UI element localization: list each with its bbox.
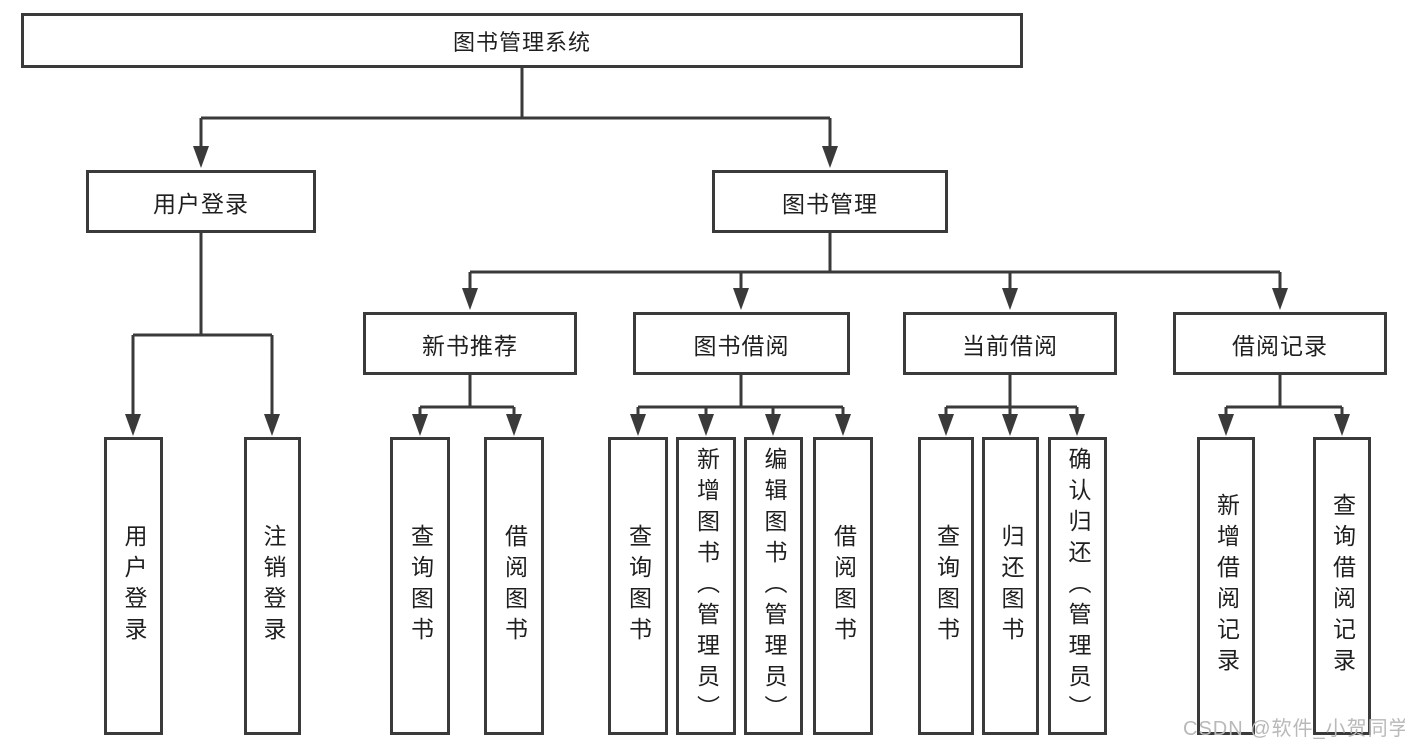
leaf-confirm-return-admin: 确认归还（管理员） — [1048, 437, 1107, 735]
arrowhead-icon — [1334, 414, 1350, 436]
leaf-query-books-2-label: 查询图书 — [625, 524, 652, 648]
node-root: 图书管理系统 — [21, 13, 1023, 68]
node-user-login-label: 用户登录 — [153, 190, 249, 217]
arrowhead-icon — [193, 146, 209, 168]
leaf-borrow-books-2-label: 借阅图书 — [830, 524, 857, 648]
node-book-management: 图书管理 — [712, 170, 948, 233]
arrowhead-icon — [835, 414, 851, 436]
node-new-book-recommend-label: 新书推荐 — [422, 332, 518, 359]
leaf-borrow-books-2: 借阅图书 — [813, 437, 873, 735]
node-book-borrow: 图书借阅 — [633, 312, 850, 375]
node-root-label: 图书管理系统 — [452, 29, 591, 55]
leaf-user-login: 用户登录 — [104, 437, 163, 735]
arrowhead-icon — [1002, 288, 1018, 310]
leaf-confirm-return-admin-label: 确认归还（管理员） — [1065, 446, 1091, 726]
leaf-add-borrow-record: 新增借阅记录 — [1197, 437, 1255, 735]
leaf-borrow-books-1: 借阅图书 — [484, 437, 544, 735]
leaf-logout: 注销登录 — [244, 437, 301, 735]
arrowhead-icon — [1002, 414, 1018, 436]
leaf-query-books-2: 查询图书 — [608, 437, 668, 735]
node-user-login: 用户登录 — [86, 170, 316, 233]
arrowhead-icon — [506, 414, 522, 436]
arrowheads — [125, 146, 1350, 436]
node-current-borrow-label: 当前借阅 — [962, 332, 1058, 359]
leaf-query-books-3: 查询图书 — [918, 437, 974, 735]
leaf-return-book-label: 归还图书 — [998, 524, 1024, 648]
arrowhead-icon — [1272, 288, 1288, 310]
node-current-borrow: 当前借阅 — [903, 312, 1117, 375]
arrowhead-icon — [264, 414, 280, 436]
arrowhead-icon — [698, 414, 714, 436]
leaf-return-book: 归还图书 — [982, 437, 1039, 735]
node-borrow-records: 借阅记录 — [1173, 312, 1387, 375]
arrowhead-icon — [125, 414, 141, 436]
arrowhead-icon — [462, 288, 478, 310]
leaf-add-book-admin: 新增图书（管理员） — [676, 437, 736, 735]
arrowhead-icon — [1218, 414, 1234, 436]
leaf-query-books-1-label: 查询图书 — [407, 524, 434, 648]
leaf-query-borrow-record: 查询借阅记录 — [1313, 437, 1371, 735]
node-book-borrow-label: 图书借阅 — [693, 332, 790, 359]
leaf-query-books-1: 查询图书 — [390, 437, 450, 735]
node-new-book-recommend: 新书推荐 — [363, 312, 577, 375]
arrowhead-icon — [765, 414, 781, 436]
node-book-management-label: 图书管理 — [782, 190, 878, 217]
arrowhead-icon — [630, 414, 646, 436]
watermark: CSDN @软件_小贺同学 — [1183, 718, 1405, 740]
leaf-edit-book-admin-label: 编辑图书（管理员） — [761, 446, 787, 726]
leaf-add-borrow-record-label: 新增借阅记录 — [1213, 493, 1240, 679]
leaf-borrow-books-1-label: 借阅图书 — [501, 524, 528, 648]
arrowhead-icon — [412, 414, 428, 436]
leaf-edit-book-admin: 编辑图书（管理员） — [744, 437, 803, 735]
arrowhead-icon — [822, 146, 838, 168]
leaf-query-books-3-label: 查询图书 — [933, 524, 960, 648]
leaf-query-borrow-record-label: 查询借阅记录 — [1329, 493, 1356, 679]
leaf-add-book-admin-label: 新增图书（管理员） — [693, 446, 720, 726]
connector-path — [131, 68, 1344, 416]
leaf-user-login-label: 用户登录 — [121, 524, 147, 648]
arrowhead-icon — [733, 288, 749, 310]
leaf-logout-label: 注销登录 — [260, 524, 286, 648]
arrowhead-icon — [1069, 414, 1085, 436]
node-borrow-records-label: 借阅记录 — [1232, 332, 1328, 359]
arrowhead-icon — [938, 414, 954, 436]
